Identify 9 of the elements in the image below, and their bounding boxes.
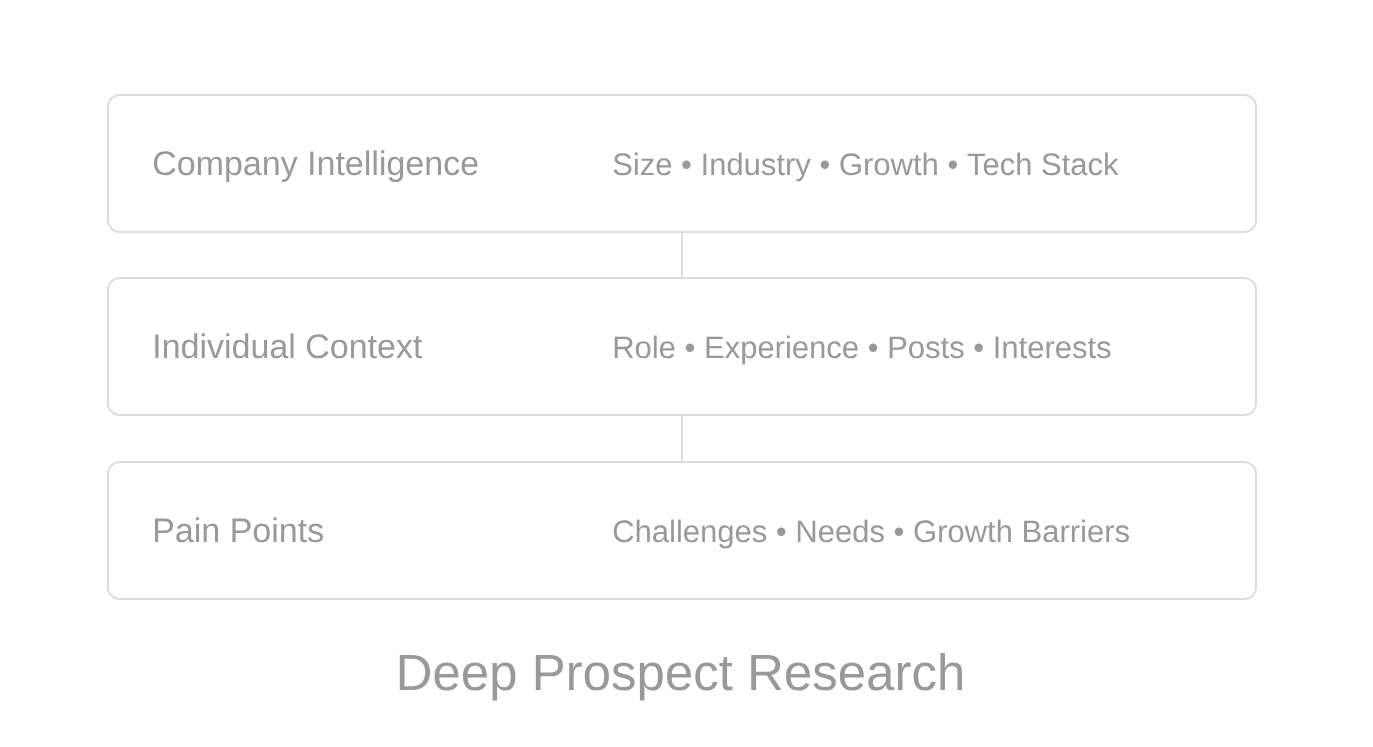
connector-line: [681, 415, 683, 462]
connector-line: [681, 232, 683, 278]
box-heading: Company Intelligence: [153, 150, 478, 183]
item-list: Role • Experience • Posts • Interests: [614, 335, 1111, 365]
box-heading: Pain Points: [155, 517, 323, 543]
item-list: Size • Industry • Growth • Tech Stack: [613, 152, 1119, 182]
box-heading: Individual Context: [155, 333, 423, 359]
caption: Deep Prospect Research: [399, 653, 962, 701]
item-list: Challenges • Needs • Growth Barriers: [613, 519, 1129, 549]
